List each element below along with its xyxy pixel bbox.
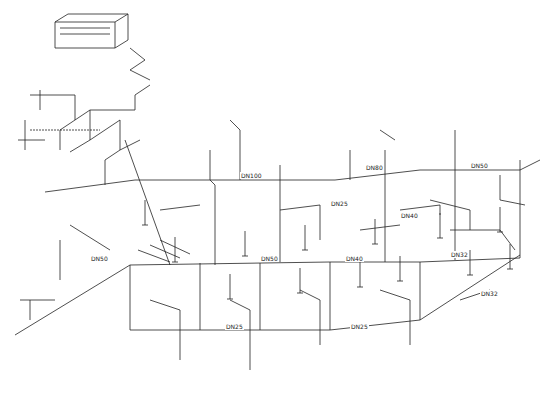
- pipe-size-label: DN25: [350, 323, 369, 330]
- riser: [172, 237, 178, 262]
- riser: [497, 207, 503, 232]
- pipe-size-label: DN50: [90, 255, 109, 262]
- riser: [357, 262, 363, 287]
- pipe-size-label: DN80: [365, 164, 384, 171]
- riser-ticks: [142, 200, 513, 299]
- riser: [507, 244, 513, 269]
- riser: [372, 219, 378, 244]
- riser: [242, 231, 248, 256]
- riser: [297, 268, 303, 293]
- pipe-size-label: DN25: [330, 200, 349, 207]
- riser: [142, 200, 148, 225]
- pipe-size-label: DN50: [470, 162, 489, 169]
- pipe-size-label: DN32: [450, 251, 469, 258]
- riser: [437, 213, 443, 238]
- riser: [397, 256, 403, 281]
- riser: [302, 225, 308, 250]
- pipe-size-label: DN32: [480, 290, 499, 297]
- riser: [227, 274, 233, 299]
- pipe-size-label: DN25: [225, 323, 244, 330]
- pipe-size-label: DN40: [345, 255, 364, 262]
- upper-left-branch: [18, 48, 150, 185]
- tank-box: [55, 14, 128, 48]
- pipe-size-label: DN100: [240, 172, 263, 179]
- main-pipes: [15, 120, 540, 370]
- pipe-size-label: DN50: [260, 255, 279, 262]
- pipe-size-label: DN40: [400, 212, 419, 219]
- hatch: [138, 240, 190, 262]
